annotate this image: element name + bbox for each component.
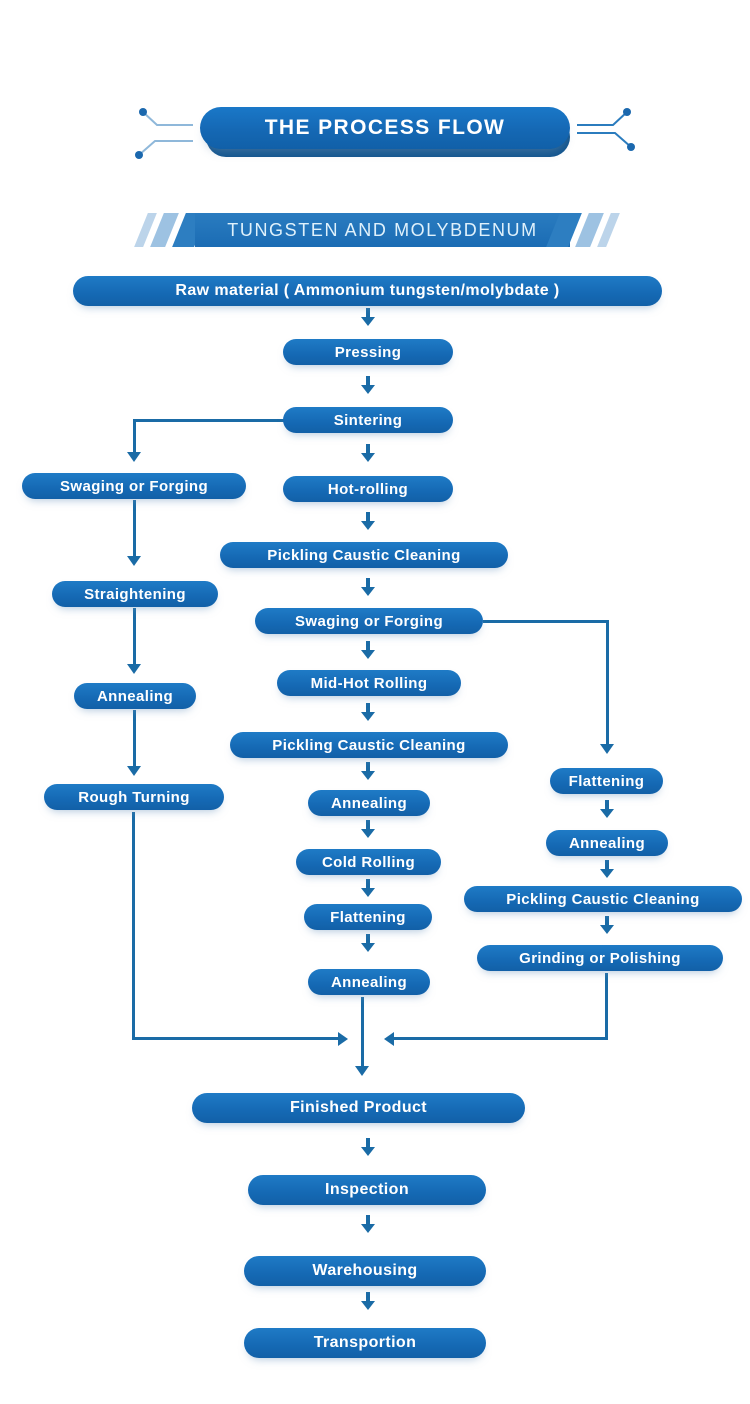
node-label: Pickling Caustic Cleaning [506, 890, 700, 908]
node-annealing-center-1[interactable]: Annealing [308, 790, 430, 816]
node-grinding-or-polishing[interactable]: Grinding or Polishing [477, 945, 723, 971]
node-label: Flattening [330, 908, 406, 926]
node-inspection[interactable]: Inspection [248, 1175, 486, 1205]
arrow-down [127, 452, 141, 462]
node-label: Flattening [568, 772, 645, 790]
node-label: Rough Turning [78, 788, 190, 806]
node-label: Straightening [84, 585, 186, 603]
node-annealing-left[interactable]: Annealing [74, 683, 196, 709]
subtitle-text: TUNGSTEN AND MOLYBDENUM [227, 219, 538, 240]
connector-line [133, 710, 136, 768]
connector-line [606, 620, 609, 746]
arrow-down [127, 766, 141, 776]
node-cold-rolling[interactable]: Cold Rolling [296, 849, 441, 875]
node-transportion[interactable]: Transportion [244, 1328, 486, 1358]
node-label: Warehousing [312, 1262, 418, 1279]
node-swaging-or-forging-left[interactable]: Swaging or Forging [22, 473, 246, 499]
circuit-decoration-left-icon [135, 108, 193, 159]
node-straightening[interactable]: Straightening [52, 581, 218, 607]
node-label: Hot-rolling [327, 480, 409, 498]
node-label: Cold Rolling [321, 853, 416, 871]
title-banner: THE PROCESS FLOW [135, 107, 635, 159]
title-pill: THE PROCESS FLOW [200, 107, 570, 149]
node-label: Annealing [96, 687, 174, 705]
connector-line [133, 500, 136, 558]
connector-line [483, 620, 609, 623]
connector-line [133, 608, 136, 666]
node-mid-hot-rolling[interactable]: Mid-Hot Rolling [277, 670, 461, 696]
arrow-left [384, 1032, 394, 1046]
node-annealing-center-2[interactable]: Annealing [308, 969, 430, 995]
node-rough-turning[interactable]: Rough Turning [44, 784, 224, 810]
node-label: Pressing [334, 343, 402, 361]
connector-line [132, 1037, 340, 1040]
node-label: Raw material ( Ammonium tungsten/molybda… [175, 282, 560, 299]
arrow-down [600, 744, 614, 754]
node-annealing-right[interactable]: Annealing [546, 830, 668, 856]
node-sintering[interactable]: Sintering [283, 407, 453, 433]
node-hot-rolling[interactable]: Hot-rolling [283, 476, 453, 502]
node-label: Swaging or Forging [59, 477, 209, 495]
node-warehousing[interactable]: Warehousing [244, 1256, 486, 1286]
node-pickling-caustic-cleaning-2[interactable]: Pickling Caustic Cleaning [230, 732, 508, 758]
node-pressing[interactable]: Pressing [283, 339, 453, 365]
node-label: Finished Product [289, 1099, 428, 1116]
subtitle-banner: TUNGSTEN AND MOLYBDENUM [134, 213, 620, 247]
node-label: Mid-Hot Rolling [310, 674, 428, 692]
connector-line [133, 419, 136, 455]
page-title: THE PROCESS FLOW [264, 116, 506, 139]
subtitle-band: TUNGSTEN AND MOLYBDENUM [195, 213, 570, 247]
node-flattening-right[interactable]: Flattening [550, 768, 663, 794]
node-swaging-or-forging-center[interactable]: Swaging or Forging [255, 608, 483, 634]
node-finished-product[interactable]: Finished Product [192, 1093, 525, 1123]
connector-line [605, 973, 608, 1040]
node-label: Annealing [568, 834, 646, 852]
node-label: Annealing [330, 973, 408, 991]
node-pickling-caustic-cleaning-3[interactable]: Pickling Caustic Cleaning [464, 886, 742, 912]
node-label: Swaging or Forging [294, 612, 444, 630]
arrow-down [355, 1066, 369, 1076]
circuit-decoration-right-icon [577, 108, 635, 151]
arrow-down [127, 556, 141, 566]
node-raw-material[interactable]: Raw material ( Ammonium tungsten/molybda… [73, 276, 662, 306]
node-label: Sintering [333, 411, 403, 429]
connector-line [361, 997, 364, 1068]
arrow-down [127, 664, 141, 674]
connector-line [392, 1037, 608, 1040]
arrow-right [338, 1032, 348, 1046]
connector-line [133, 419, 285, 422]
node-label: Pickling Caustic Cleaning [267, 546, 461, 564]
node-label: Annealing [330, 794, 408, 812]
node-label: Transportion [313, 1334, 417, 1351]
connector-line [132, 812, 135, 1040]
node-label: Grinding or Polishing [519, 949, 681, 967]
node-pickling-caustic-cleaning-1[interactable]: Pickling Caustic Cleaning [220, 542, 508, 568]
node-flattening-center[interactable]: Flattening [304, 904, 432, 930]
node-label: Pickling Caustic Cleaning [272, 736, 466, 754]
node-label: Inspection [324, 1181, 409, 1198]
